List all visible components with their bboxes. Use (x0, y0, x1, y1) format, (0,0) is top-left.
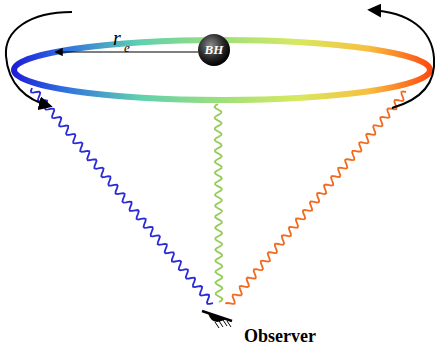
radius-symbol: r (113, 27, 121, 50)
emission-ring (14, 40, 430, 100)
light-ray (31, 88, 213, 304)
light-rays (31, 88, 406, 304)
observer-label: Observer (244, 326, 316, 347)
node-label: BH (205, 42, 224, 58)
observer-eye (202, 311, 232, 328)
radius-subscript: e (124, 40, 130, 56)
light-ray (225, 91, 406, 303)
rotation-arrow (6, 12, 72, 106)
rotation-arrow (370, 10, 434, 108)
light-ray (215, 104, 223, 302)
black-hole: BH (197, 33, 231, 67)
